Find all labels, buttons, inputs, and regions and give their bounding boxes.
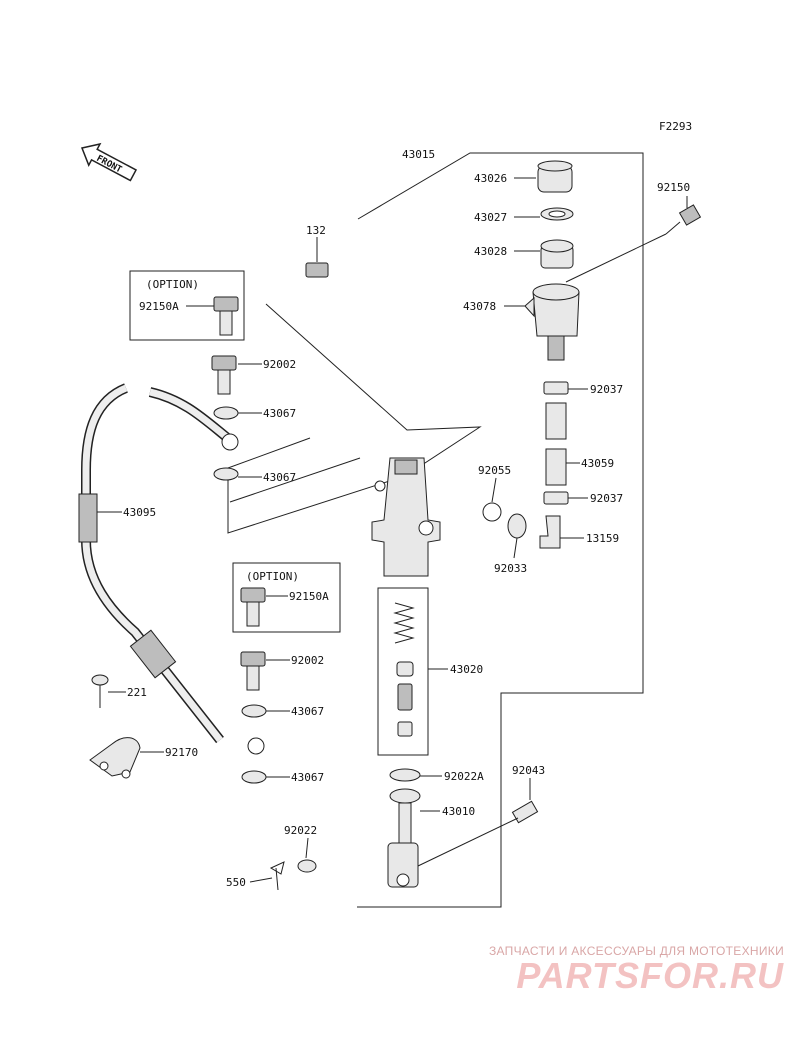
- brake-hose-icon: [78, 383, 265, 755]
- bolt-92150A-top-icon: [213, 296, 239, 336]
- watermark-logo: PARTSFOR.RU: [516, 955, 784, 996]
- label-43095: 43095: [123, 506, 156, 519]
- reservoir-cap-icon: [537, 160, 573, 193]
- label-43067-b: 43067: [263, 471, 296, 484]
- washer-43067-d-icon: [241, 770, 267, 784]
- option-label-top: (OPTION): [146, 278, 199, 291]
- master-cylinder-body-icon: [371, 457, 441, 577]
- diaphragm-icon: [540, 239, 574, 269]
- washer-43067-a-icon: [213, 406, 239, 420]
- bolt-132-icon: [305, 262, 329, 278]
- label-13159: 13159: [586, 532, 619, 545]
- bolt-92150A-bottom-icon: [240, 587, 266, 627]
- label-43026: 43026: [474, 172, 507, 185]
- label-92002-top: 92002: [263, 358, 296, 371]
- label-43028: 43028: [474, 245, 507, 258]
- watermark-caption: ЗАПЧАСТИ И АКСЕССУАРЫ ДЛЯ МОТОТЕХНИКИ: [488, 944, 784, 958]
- option-box-top: [129, 270, 245, 341]
- label-92170: 92170: [165, 746, 198, 759]
- washer-43067-b-icon: [213, 467, 239, 481]
- diaphragm-plate-icon: [540, 207, 574, 221]
- circlip-icon: [507, 513, 527, 539]
- label-92150A-bottom: 92150A: [289, 590, 329, 603]
- label-92022: 92022: [284, 824, 317, 837]
- option-label-bottom: (OPTION): [246, 570, 299, 583]
- screw-221-icon: [91, 674, 109, 708]
- elbow-fitting-icon: [539, 515, 561, 549]
- hose-clamp-top-icon: [543, 381, 569, 395]
- hose-clamp-92170-icon: [89, 737, 141, 779]
- label-43067-c: 43067: [291, 705, 324, 718]
- cotter-pin-icon: [269, 861, 285, 875]
- label-43059: 43059: [581, 457, 614, 470]
- label-43027: 43027: [474, 211, 507, 224]
- label-132: 132: [306, 224, 326, 237]
- label-221: 221: [127, 686, 147, 699]
- label-43020: 43020: [450, 663, 483, 676]
- label-43010: 43010: [442, 805, 475, 818]
- piston-kit-icon: [393, 602, 415, 737]
- o-ring-icon: [482, 502, 502, 522]
- label-92150: 92150: [657, 181, 690, 194]
- hose-clamp-bottom-icon: [543, 491, 569, 505]
- reservoir-icon: [524, 283, 580, 361]
- label-92150A-top: 92150A: [139, 300, 179, 313]
- pin-92043-icon: [511, 800, 539, 824]
- label-550: 550: [226, 876, 246, 889]
- label-92037-a: 92037: [590, 383, 623, 396]
- front-arrow-icon: FRONT: [80, 142, 138, 182]
- reservoir-hose-icon: [545, 402, 567, 486]
- figure-code: F2293: [659, 120, 692, 133]
- banjo-bolt-top-icon: [211, 355, 237, 395]
- bolt-92150-icon: [665, 204, 702, 235]
- label-92037-b: 92037: [590, 492, 623, 505]
- label-92022A: 92022A: [444, 770, 484, 783]
- option-box-bottom: [232, 562, 341, 633]
- label-92002-bottom: 92002: [291, 654, 324, 667]
- label-92043: 92043: [512, 764, 545, 777]
- label-43067-d: 43067: [291, 771, 324, 784]
- leader-lines: [97, 177, 688, 883]
- label-92055: 92055: [478, 464, 511, 477]
- washer-43067-c-icon: [241, 704, 267, 718]
- push-rod-icon: [387, 768, 421, 888]
- washer-92022-icon: [297, 859, 317, 873]
- banjo-bolt-bottom-icon: [240, 651, 266, 691]
- label-43015: 43015: [402, 148, 435, 161]
- label-43078: 43078: [463, 300, 496, 313]
- label-43067-a: 43067: [263, 407, 296, 420]
- watermark: ЗАПЧАСТИ И АКСЕССУАРЫ ДЛЯ МОТОТЕХНИКИ PA…: [489, 944, 784, 994]
- label-92033: 92033: [494, 562, 527, 575]
